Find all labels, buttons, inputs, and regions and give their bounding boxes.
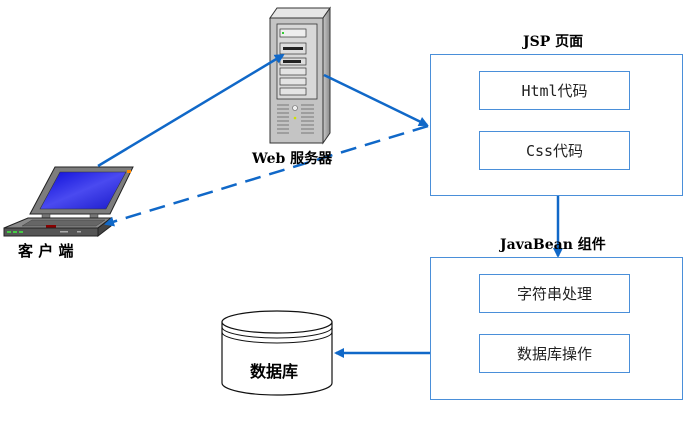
jsp-item-css: Css代码 bbox=[479, 131, 630, 170]
javabean-title: JavaBean 组件 bbox=[500, 237, 606, 253]
client-label: 客 户 端 bbox=[18, 242, 74, 260]
javabean-item-db: 数据库操作 bbox=[479, 334, 630, 373]
javabean-item-string: 字符串处理 bbox=[479, 274, 630, 313]
laptop-icon bbox=[3, 166, 134, 238]
arrow-client-to-server bbox=[97, 53, 285, 168]
server-label: Web 服务器 bbox=[252, 151, 333, 167]
jsp-item-html: Html代码 bbox=[479, 71, 630, 110]
arrow-jsp-to-client-dashed bbox=[104, 124, 429, 227]
jsp-title: JSP 页面 bbox=[523, 34, 584, 50]
database-label: 数据库 bbox=[250, 362, 299, 381]
database-cylinder-icon bbox=[221, 310, 333, 396]
arrow-server-to-jsp bbox=[323, 73, 429, 127]
server-tower-icon bbox=[269, 6, 331, 145]
